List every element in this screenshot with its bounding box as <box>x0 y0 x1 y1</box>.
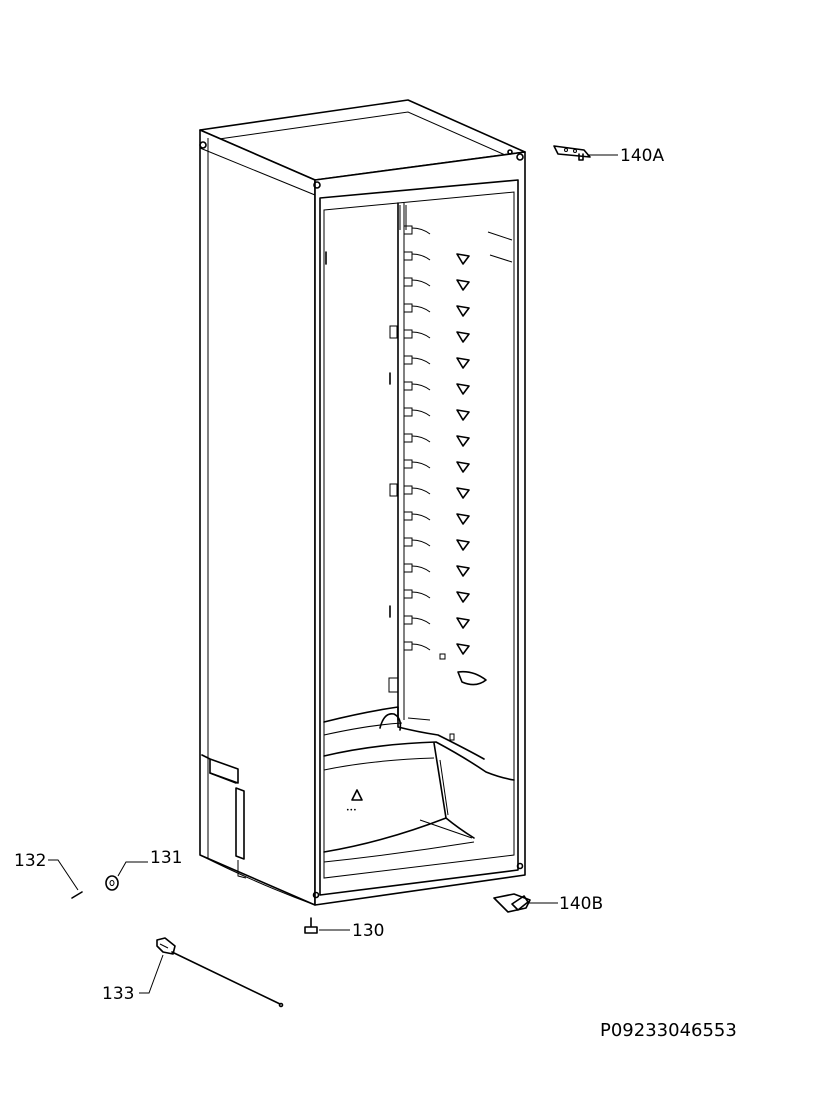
part-131-bushing: 131 <box>105 848 182 891</box>
part-132-pin: 132 <box>14 851 83 899</box>
label-140b: 140B <box>559 894 603 914</box>
label-130: 130 <box>352 921 384 941</box>
part-133-door-switch: 133 <box>102 937 284 1008</box>
document-id: P09233046553 <box>600 1020 737 1041</box>
bottom-compartment: ••• <box>323 706 515 863</box>
label-140a: 140A <box>620 146 664 166</box>
label-133: 133 <box>102 984 134 1004</box>
side-bracket <box>199 754 316 906</box>
cabinet: ••• <box>199 99 526 906</box>
shelf-supports <box>456 253 487 686</box>
part-140a-top-hinge: 140A <box>553 145 664 166</box>
label-132: 132 <box>14 851 46 871</box>
shelf-rails <box>403 225 431 651</box>
part-130-foot: 130 <box>304 917 384 941</box>
label-131: 131 <box>150 848 182 868</box>
part-140b-bottom-hinge: 140B <box>493 893 603 914</box>
svg-text:•••: ••• <box>346 807 357 814</box>
